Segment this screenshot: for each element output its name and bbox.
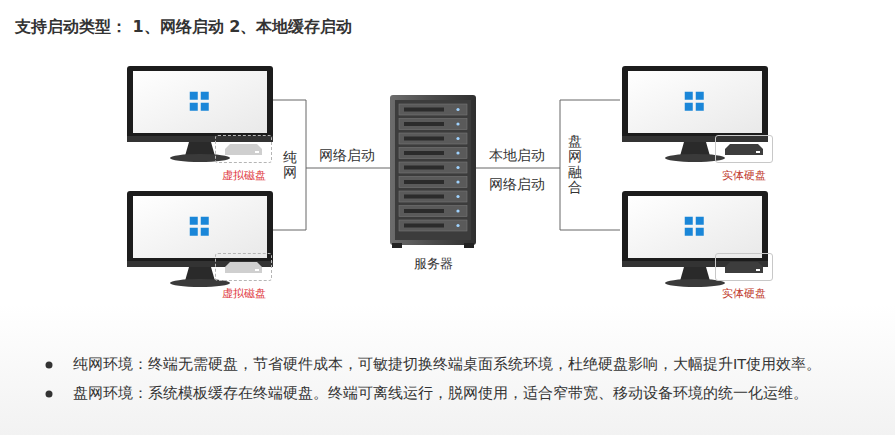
physical-disk: 实体硬盘 <box>715 253 773 281</box>
node-label: 实体硬盘 <box>722 168 766 183</box>
disk-icon <box>225 144 262 155</box>
monitor <box>127 66 273 162</box>
virtual-disk: 虚拟磁盘 <box>215 253 272 281</box>
server: 服务器 <box>390 95 476 247</box>
connector-label: 网络启动 <box>489 176 545 194</box>
bullet-text: 盘网环境：系统模板缓存在终端硬盘。终端可离线运行，脱网使用，适合窄带宽、移动设备… <box>73 384 808 403</box>
node-label: 实体硬盘 <box>722 286 766 301</box>
bullet-dot <box>46 362 53 369</box>
node-label: 虚拟磁盘 <box>222 168 266 183</box>
disk-icon <box>725 262 763 273</box>
disk-icon <box>725 144 763 155</box>
monitor <box>622 66 768 162</box>
node-label: 虚拟磁盘 <box>222 286 266 301</box>
bullet-text: 纯网环境：终端无需硬盘，节省硬件成本，可敏捷切换终端桌面系统环境，杜绝硬盘影响，… <box>73 355 821 374</box>
physical-disk: 实体硬盘 <box>715 135 773 163</box>
group-label: 盘网融合 <box>568 134 582 196</box>
virtual-disk: 虚拟磁盘 <box>215 135 272 163</box>
server-rack <box>390 95 476 248</box>
monitor <box>622 191 768 287</box>
disk-icon <box>225 262 262 273</box>
title: 支持启动类型： 1、网络启动 2、本地缓存启动 <box>15 17 352 38</box>
node-label: 服务器 <box>414 255 453 273</box>
group-label: 纯网 <box>283 150 297 181</box>
monitor <box>127 191 273 287</box>
bracket-lines <box>272 100 620 230</box>
bullet-dot <box>46 391 53 398</box>
connector-label: 本地启动 <box>489 147 545 165</box>
connector-label: 网络启动 <box>319 147 375 165</box>
